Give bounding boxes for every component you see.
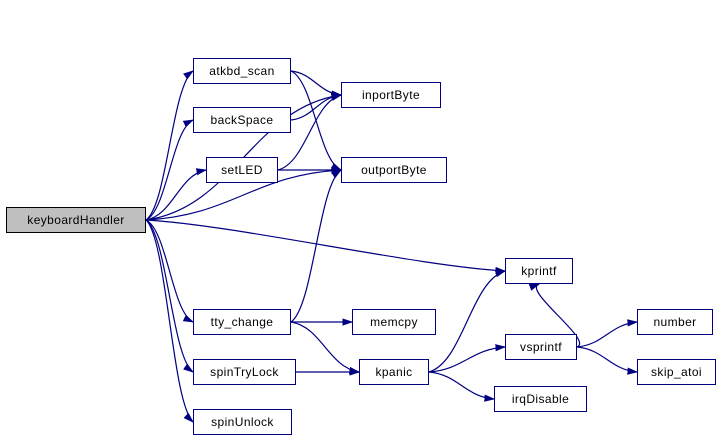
graph-node-label: backSpace [210, 113, 274, 127]
graph-node-vsprintf[interactable]: vsprintf [505, 334, 577, 360]
graph-node-label: setLED [221, 163, 263, 177]
edge-vsprintf-to-skip_atoi [576, 346, 639, 375]
graph-node-label: kprintf [521, 264, 557, 278]
graph-node-keyboardHandler[interactable]: keyboardHandler [6, 207, 146, 233]
graph-node-label: kpanic [375, 365, 413, 379]
graph-node-tty_change[interactable]: tty_change [193, 309, 291, 335]
graph-node-backSpace[interactable]: backSpace [193, 107, 291, 133]
edge-vsprintf-to-number [576, 319, 639, 348]
graph-node-label: spinUnlock [211, 415, 274, 429]
edge-kpanic-to-kprintf [428, 270, 507, 373]
graph-node-label: tty_change [210, 315, 274, 329]
graph-node-label: inportByte [361, 88, 421, 102]
edge-kpanic-to-irqDisable [428, 371, 496, 402]
edge-keyboardHandler-to-backSpace [145, 119, 195, 221]
edge-tty_change-to-outportByte [290, 169, 342, 323]
edge-keyboardHandler-to-tty_change [145, 219, 195, 323]
edge-kpanic-to-vsprintf [428, 344, 507, 373]
edge-atkbd_scan-to-inportByte [290, 70, 343, 98]
graph-node-spinUnlock[interactable]: spinUnlock [193, 409, 292, 435]
edge-keyboardHandler-to-atkbd_scan [145, 70, 194, 221]
edge-setLED-to-inportByte [277, 93, 343, 171]
graph-node-skip_atoi[interactable]: skip_atoi [637, 359, 716, 385]
edge-vsprintf-to-kprintf [528, 283, 581, 348]
edge-keyboardHandler-to-kprintf [145, 219, 507, 275]
graph-node-irqDisable[interactable]: irqDisable [494, 386, 587, 412]
graph-node-memcpy[interactable]: memcpy [352, 309, 436, 335]
graph-node-label: keyboardHandler [27, 213, 125, 227]
edge-keyboardHandler-to-outportByte [145, 166, 343, 221]
graph-node-atkbd_scan[interactable]: atkbd_scan [193, 58, 291, 84]
graph-node-label: irqDisable [511, 392, 570, 406]
graph-node-number[interactable]: number [637, 309, 713, 335]
graph-node-label: memcpy [370, 315, 418, 329]
edge-keyboardHandler-to-spinTryLock [145, 219, 194, 373]
graph-node-kprintf[interactable]: kprintf [505, 258, 573, 284]
graph-node-label: number [653, 315, 697, 329]
graph-node-label: atkbd_scan [209, 64, 275, 78]
edge-keyboardHandler-to-setLED [145, 168, 208, 221]
graph-node-label: outportByte [361, 163, 427, 177]
graph-node-outportByte[interactable]: outportByte [341, 157, 447, 183]
graph-node-label: vsprintf [520, 340, 562, 354]
edge-tty_change-to-kpanic [290, 321, 361, 374]
graph-node-label: skip_atoi [651, 365, 702, 379]
graph-node-inportByte[interactable]: inportByte [341, 82, 441, 108]
graph-node-kpanic[interactable]: kpanic [359, 359, 429, 385]
graph-node-spinTryLock[interactable]: spinTryLock [193, 359, 296, 385]
graph-node-setLED[interactable]: setLED [206, 157, 278, 183]
edge-keyboardHandler-to-spinUnlock [145, 219, 194, 423]
graph-node-label: spinTryLock [210, 365, 279, 379]
